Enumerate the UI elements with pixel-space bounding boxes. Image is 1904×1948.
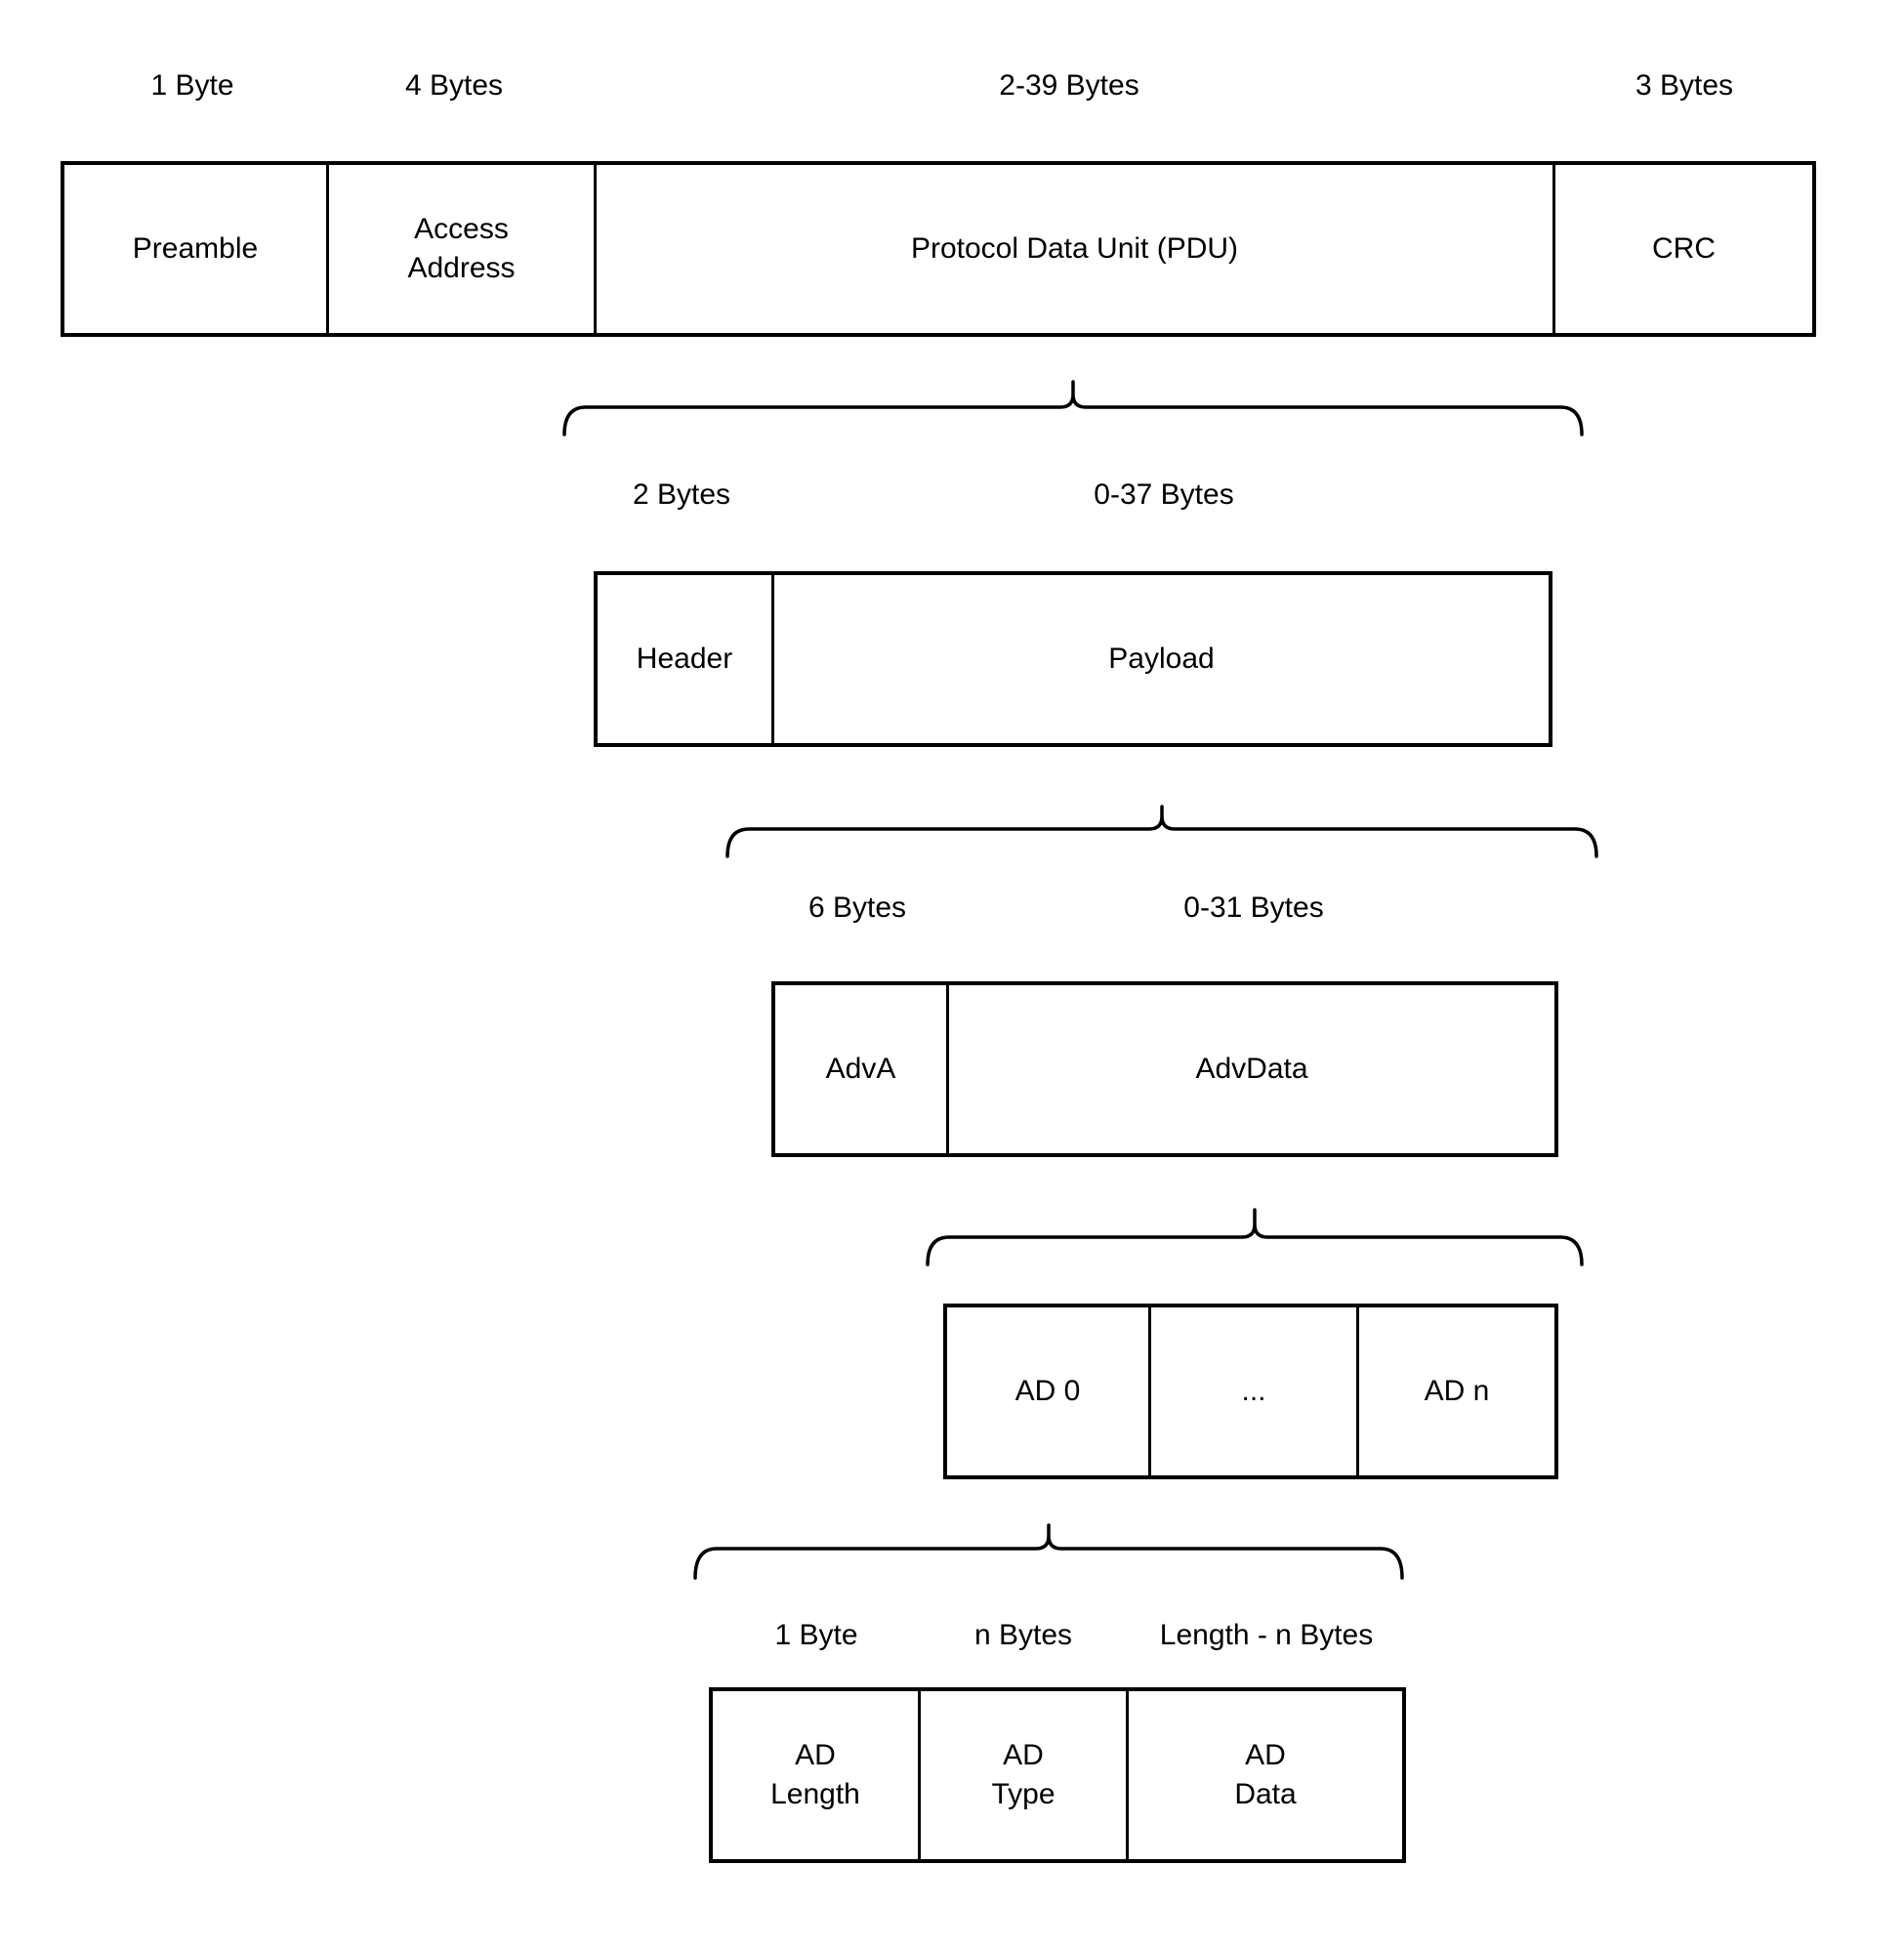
pdu-box: Header Payload bbox=[594, 571, 1552, 747]
brace-payload-expansion bbox=[725, 805, 1598, 858]
packet-box: Preamble Access Address Protocol Data Un… bbox=[61, 161, 1816, 337]
brace-advdata-expansion bbox=[926, 1208, 1584, 1266]
cell-ad-data: AD Data bbox=[1126, 1691, 1402, 1859]
cell-ad-ellipsis: ... bbox=[1148, 1307, 1356, 1475]
size-label-ad-length: 1 Byte bbox=[774, 1619, 858, 1651]
cell-crc: CRC bbox=[1552, 165, 1812, 333]
cell-header: Header bbox=[636, 642, 733, 675]
size-label-header: 2 Bytes bbox=[632, 478, 731, 511]
size-label-crc: 3 Bytes bbox=[1635, 69, 1734, 102]
size-label-ad-type: n Bytes bbox=[973, 1619, 1073, 1651]
size-label-pdu: 2-39 Bytes bbox=[999, 69, 1139, 102]
cell-preamble: Preamble bbox=[132, 232, 259, 265]
cell-ad-length: AD Length bbox=[770, 1739, 860, 1810]
size-label-preamble: 1 Byte bbox=[150, 69, 234, 102]
payload-box: AdvA AdvData bbox=[771, 981, 1558, 1157]
cell-ad-type: AD Type bbox=[918, 1691, 1126, 1859]
cell-payload: Payload bbox=[771, 575, 1549, 743]
cell-access-address: Access Address bbox=[326, 165, 594, 333]
size-label-advdata: 0-31 Bytes bbox=[1183, 891, 1324, 924]
brace-ad0-expansion bbox=[693, 1523, 1404, 1580]
size-label-adva: 6 Bytes bbox=[807, 891, 907, 924]
advdata-box: AD 0 ... AD n bbox=[943, 1304, 1558, 1479]
size-label-ad-data: Length - n Bytes bbox=[1159, 1619, 1374, 1651]
cell-ad-0: AD 0 bbox=[1014, 1375, 1081, 1407]
cell-advdata: AdvData bbox=[946, 985, 1554, 1153]
cell-ad-n: AD n bbox=[1356, 1307, 1554, 1475]
size-label-payload: 0-37 Bytes bbox=[1094, 478, 1234, 511]
brace-pdu-expansion bbox=[562, 380, 1584, 436]
ad-structure-box: AD Length AD Type AD Data bbox=[709, 1687, 1406, 1863]
cell-pdu: Protocol Data Unit (PDU) bbox=[594, 165, 1552, 333]
cell-adva: AdvA bbox=[825, 1053, 896, 1085]
size-label-access-address: 4 Bytes bbox=[404, 69, 504, 102]
